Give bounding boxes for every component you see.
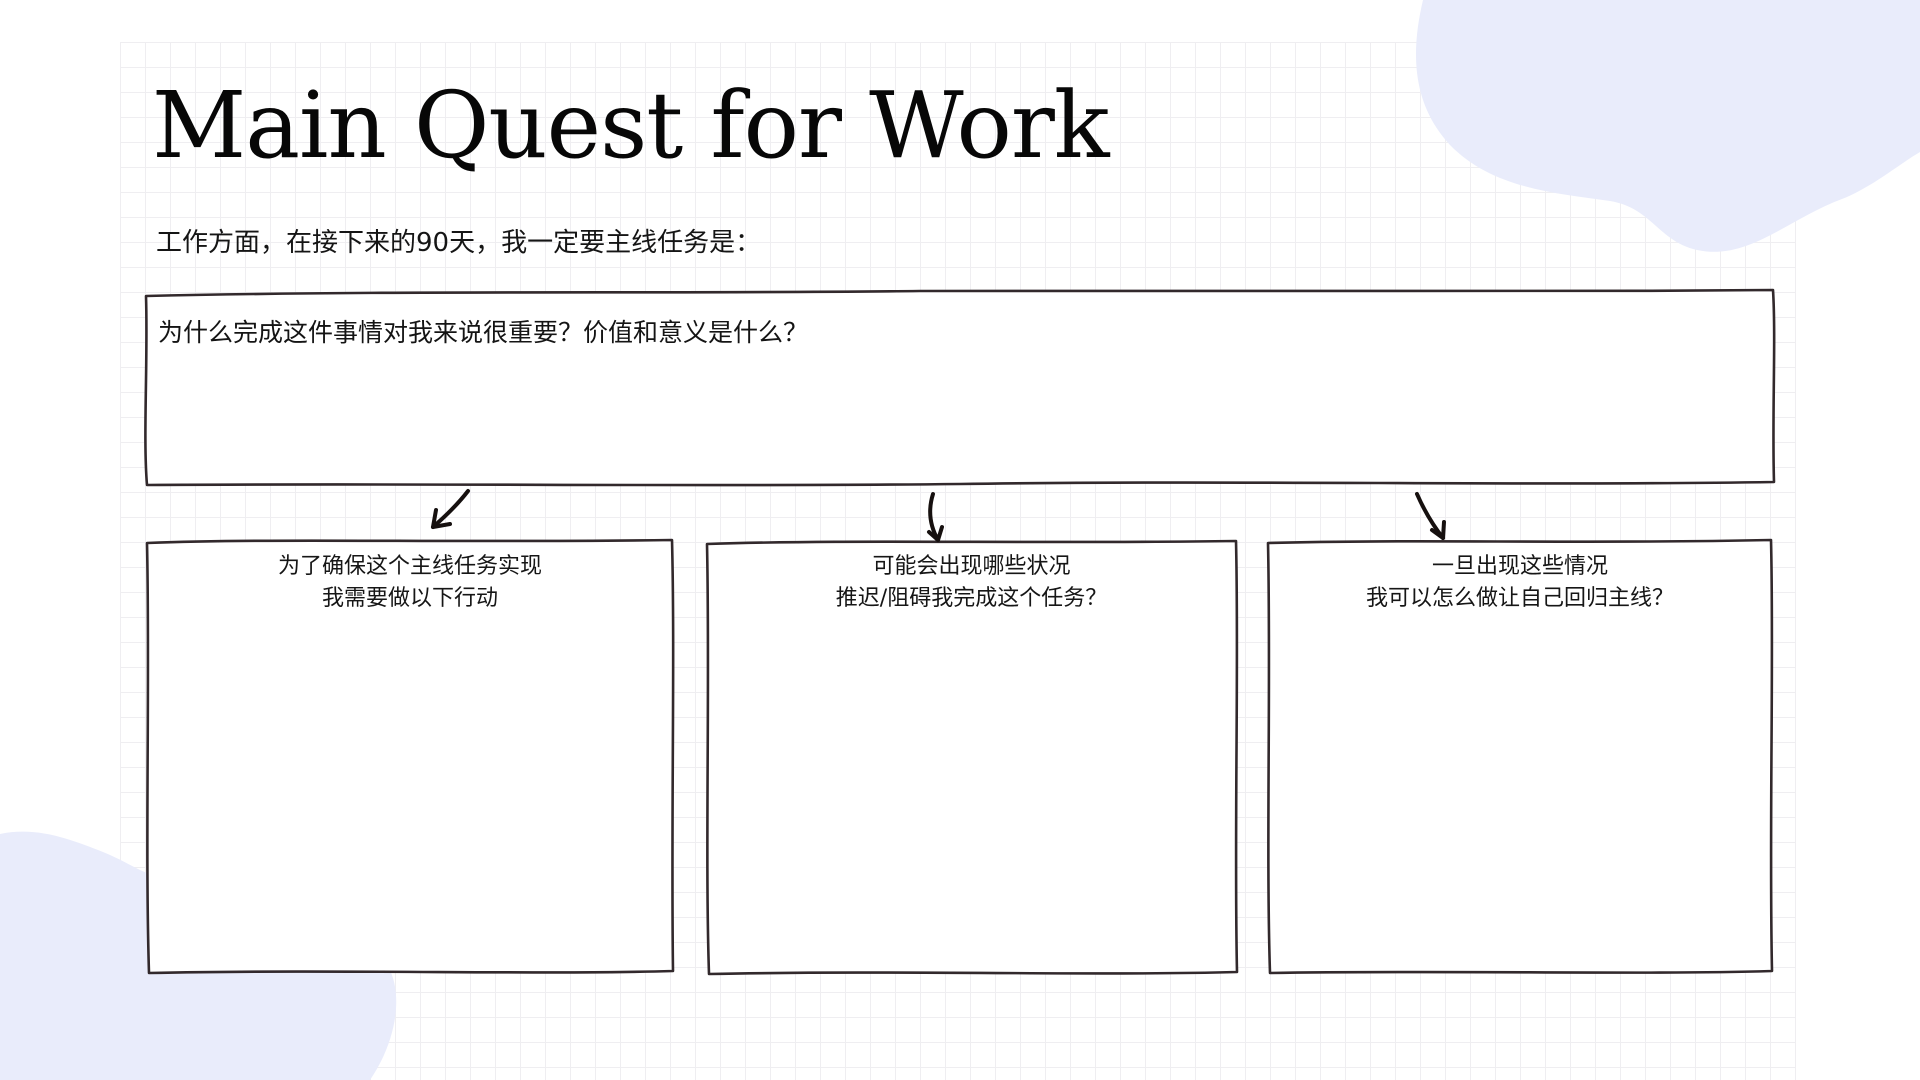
recovery-box-header-line1: 一旦出现这些情况 bbox=[1431, 554, 1608, 579]
obstacles-box-header-line1: 可能会出现哪些状况 bbox=[872, 554, 1071, 579]
recovery-box-border bbox=[1266, 538, 1774, 975]
arrow-to-actions-box bbox=[431, 489, 470, 529]
actions-box-header-line2: 我需要做以下行动 bbox=[321, 586, 498, 611]
obstacles-box-border bbox=[705, 539, 1239, 976]
main-quest-box[interactable]: 为什么完成这件事情对我来说很重要？价值和意义是什么？ bbox=[140, 286, 1780, 490]
arrow-to-recovery-box bbox=[1415, 492, 1446, 540]
actions-box-header-line1: 为了确保这个主线任务实现 bbox=[277, 554, 542, 579]
page-subtitle: 工作方面，在接下来的90天，我一定要主线任务是： bbox=[156, 228, 762, 258]
recovery-box-header: 一旦出现这些情况 我可以怎么做让自己回归主线？ bbox=[1263, 535, 1777, 615]
recovery-box-header-line2: 我可以怎么做让自己回归主线？ bbox=[1365, 586, 1674, 611]
actions-box-header: 为了确保这个主线任务实现 我需要做以下行动 bbox=[141, 535, 679, 615]
page-title: Main Quest for Work bbox=[152, 72, 1110, 179]
actions-box-border bbox=[145, 538, 675, 975]
obstacles-box-header-line2: 推迟/阻碍我完成这个任务？ bbox=[835, 586, 1108, 611]
main-quest-box-border bbox=[144, 288, 1776, 487]
arrow-to-obstacles-box bbox=[927, 492, 944, 542]
blob-top-right bbox=[1415, 0, 1920, 252]
obstacles-box[interactable]: 可能会出现哪些状况 推迟/阻碍我完成这个任务？ bbox=[700, 535, 1243, 978]
obstacles-box-header: 可能会出现哪些状况 推迟/阻碍我完成这个任务？ bbox=[700, 535, 1243, 615]
recovery-box[interactable]: 一旦出现这些情况 我可以怎么做让自己回归主线？ bbox=[1263, 535, 1777, 978]
actions-box[interactable]: 为了确保这个主线任务实现 我需要做以下行动 bbox=[141, 535, 679, 978]
main-quest-question: 为什么完成这件事情对我来说很重要？价值和意义是什么？ bbox=[158, 318, 809, 347]
